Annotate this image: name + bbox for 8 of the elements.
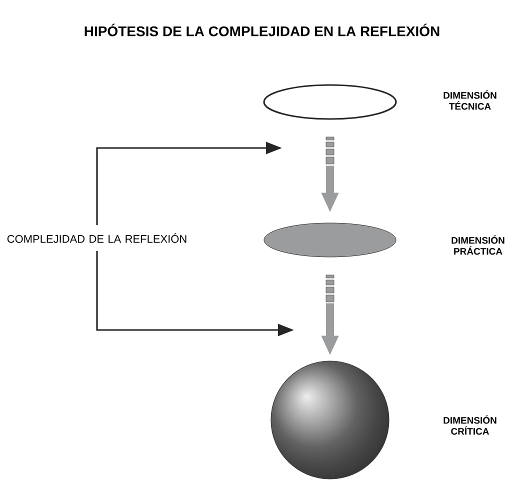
dimension-label: DIMENSIÓN PRÁCTICA [452, 235, 504, 255]
title: HIPÓTESIS DE LA COMPLEJIDAD EN LA REFLEXIÓN [84, 24, 440, 36]
ellipse [264, 222, 396, 258]
dimension-label: DIMENSIÓN TÉCNICA [444, 90, 496, 110]
dimension-label: DIMENSIÓN CRÍTICA [444, 415, 496, 435]
ellipse [263, 84, 397, 120]
text-label: COMPLEJIDAD DE LA REFLEXIÓN [7, 233, 186, 243]
sphere [270, 360, 390, 480]
